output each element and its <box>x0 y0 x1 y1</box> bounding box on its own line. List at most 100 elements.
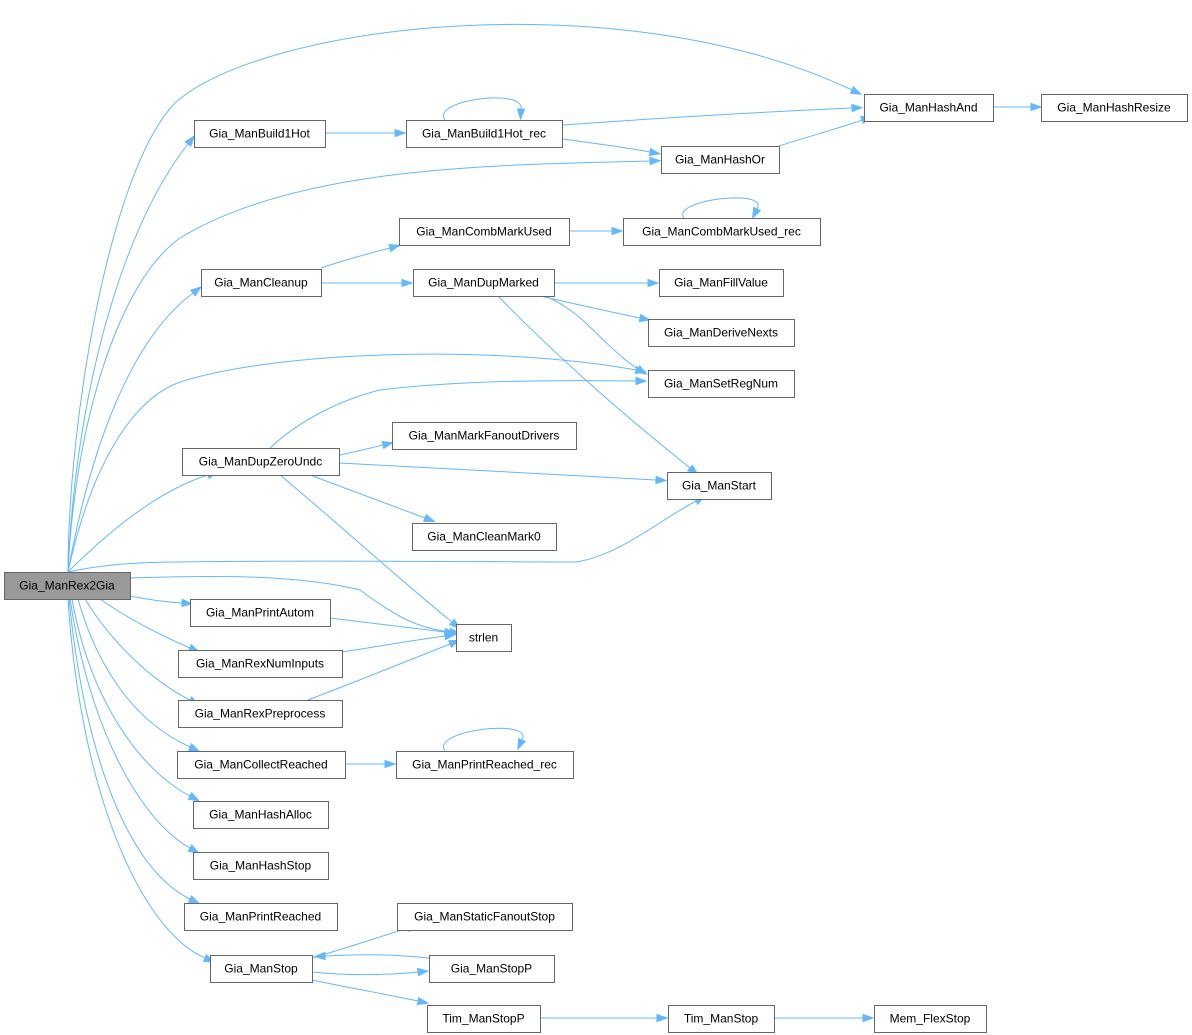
edge-cleanup-to-dupmarked <box>321 278 414 288</box>
node-markfanoutdrivers[interactable]: Gia_ManMarkFanoutDrivers <box>392 422 577 450</box>
node-label: Gia_ManHashAlloc <box>209 808 312 822</box>
node-box <box>874 1005 987 1033</box>
node-box <box>190 599 331 627</box>
node-rexpreprocess[interactable]: Gia_ManRexPreprocess <box>178 700 343 728</box>
node-stopp[interactable]: Gia_ManStopP <box>429 955 555 983</box>
node-label: Gia_ManSetRegNum <box>664 377 778 391</box>
node-collectreached[interactable]: Gia_ManCollectReached <box>177 751 346 779</box>
edge-build1hot-to-build1hot_rec <box>326 128 407 138</box>
edge-line <box>67 23 853 573</box>
arrowhead-icon <box>394 128 407 138</box>
node-dupzeroundc[interactable]: Gia_ManDupZeroUndc <box>182 448 340 476</box>
node-timstop[interactable]: Tim_ManStop <box>668 1005 775 1033</box>
node-fillvalue[interactable]: Gia_ManFillValue <box>659 269 784 297</box>
node-derivenexts[interactable]: Gia_ManDeriveNexts <box>648 319 795 347</box>
node-combmarkused_rec[interactable]: Gia_ManCombMarkUsed_rec <box>623 218 821 246</box>
edge-dupmarked-to-fillvalue <box>554 278 660 288</box>
edge-root-to-hashalloc <box>71 598 201 802</box>
edge-build1hot_rec-to-build1hot_rec <box>442 97 526 121</box>
node-label: Gia_ManRexPreprocess <box>195 707 326 721</box>
edge-hashand-to-hashresize <box>994 102 1043 112</box>
node-build1hot[interactable]: Gia_ManBuild1Hot <box>194 120 326 148</box>
node-label: Gia_ManCleanup <box>214 276 308 290</box>
node-label: Gia_ManDeriveNexts <box>664 326 778 340</box>
node-label: Gia_ManFillValue <box>674 276 768 290</box>
node-hashstop[interactable]: Gia_ManHashStop <box>193 852 329 880</box>
node-label: Gia_ManRex2Gia <box>19 579 115 593</box>
edge-line <box>67 353 637 573</box>
node-start[interactable]: Gia_ManStart <box>667 472 772 500</box>
edge-rexnuminputs-to-strlen <box>341 631 457 653</box>
arrowhead-icon <box>656 1013 669 1023</box>
edge-line <box>562 138 651 153</box>
arrowhead-icon <box>416 996 430 1006</box>
edge-dupzeroundc-to-setregnum <box>269 376 648 449</box>
node-root[interactable]: Gia_ManRex2Gia <box>4 572 131 600</box>
node-build1hot_rec[interactable]: Gia_ManBuild1Hot_rec <box>406 120 563 148</box>
edge-line <box>69 598 191 849</box>
node-hashalloc[interactable]: Gia_ManHashAlloc <box>193 801 329 829</box>
arrowhead-icon <box>187 894 201 905</box>
edge-line <box>682 197 759 219</box>
node-hashand[interactable]: Gia_ManHashAnd <box>864 94 994 122</box>
arrowhead-icon <box>649 156 662 166</box>
edge-line <box>311 927 409 959</box>
node-label: Gia_ManStop <box>224 962 298 976</box>
node-label: Gia_ManCollectReached <box>194 758 327 772</box>
edge-dupmarked-to-derivenexts <box>539 295 652 323</box>
node-box <box>648 319 795 347</box>
edge-line <box>338 444 384 456</box>
node-label: Tim_ManStopP <box>442 1012 524 1026</box>
node-setregnum[interactable]: Gia_ManSetRegNum <box>648 370 795 398</box>
node-label: Tim_ManStop <box>684 1012 759 1026</box>
node-memflexstop[interactable]: Mem_FlexStop <box>874 1005 987 1033</box>
edge-line <box>129 575 451 633</box>
arrowhead-icon <box>516 108 526 121</box>
node-box <box>406 120 563 148</box>
arrowhead-icon <box>181 598 194 608</box>
node-box <box>201 269 322 297</box>
edge-line <box>67 500 697 573</box>
node-label: Mem_FlexStop <box>890 1012 971 1026</box>
node-rexnuminputs[interactable]: Gia_ManRexNumInputs <box>178 650 343 678</box>
call-edges <box>67 23 1043 1023</box>
edge-line <box>99 598 191 649</box>
edge-stop-to-timstopp <box>311 979 430 1006</box>
node-printreached[interactable]: Gia_ManPrintReached <box>184 903 338 931</box>
arrowhead-icon <box>417 967 430 977</box>
edge-root-to-setregnum <box>67 353 648 573</box>
edge-printautom-to-strlen <box>329 617 457 637</box>
edge-line <box>311 979 419 1002</box>
node-stop[interactable]: Gia_ManStop <box>210 955 313 983</box>
node-box <box>178 700 343 728</box>
node-hashresize[interactable]: Gia_ManHashResize <box>1041 94 1188 122</box>
node-box <box>413 269 555 297</box>
edge-dupzeroundc-to-markfanoutdrivers <box>338 440 395 456</box>
edge-line <box>320 247 391 269</box>
edge-root-to-build1hot <box>67 134 196 573</box>
node-combmarkused[interactable]: Gia_ManCombMarkUsed <box>399 218 570 246</box>
node-printautom[interactable]: Gia_ManPrintAutom <box>190 599 331 627</box>
arrowhead-icon <box>384 759 397 769</box>
node-dupmarked[interactable]: Gia_ManDupMarked <box>413 269 555 297</box>
node-label: Gia_ManMarkFanoutDrivers <box>409 429 560 443</box>
node-cleanmark0[interactable]: Gia_ManCleanMark0 <box>412 523 557 551</box>
node-box <box>661 146 780 174</box>
node-staticfanoutstop[interactable]: Gia_ManStaticFanoutStop <box>397 903 573 931</box>
edge-root-to-printreached <box>68 598 201 905</box>
node-timstopp[interactable]: Tim_ManStopP <box>427 1005 541 1033</box>
node-strlen[interactable]: strlen <box>456 624 512 652</box>
arrowhead-icon <box>313 951 326 961</box>
edge-line <box>311 971 419 976</box>
edge-root-to-hashand <box>67 23 863 573</box>
node-hashor[interactable]: Gia_ManHashOr <box>661 146 780 174</box>
arrowhead-icon <box>638 313 652 323</box>
edge-root-to-rexnuminputs <box>99 598 201 653</box>
node-box <box>4 572 131 600</box>
node-box <box>397 903 573 931</box>
node-cleanup[interactable]: Gia_ManCleanup <box>201 269 322 297</box>
node-box <box>659 269 784 297</box>
node-printreached_rec[interactable]: Gia_ManPrintReached_rec <box>396 751 574 779</box>
edge-cleanup-to-combmarkused <box>320 243 402 269</box>
